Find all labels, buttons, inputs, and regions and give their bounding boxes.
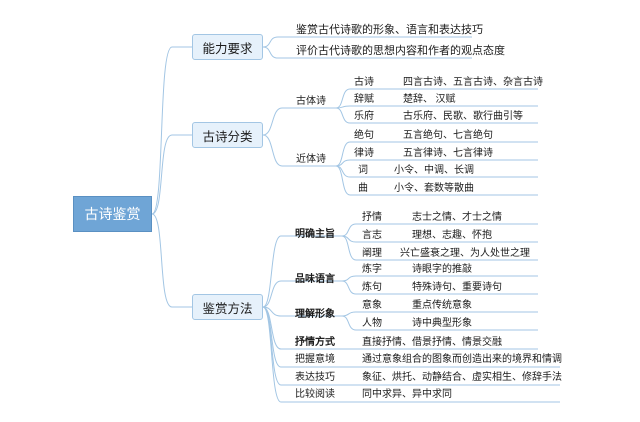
ancient-item-desc: 四言古诗、五言古诗、杂言古诗 <box>403 77 543 88</box>
ancient-item-desc: 楚辞、 汉赋 <box>403 94 456 105</box>
modern-item-desc: 小令、套数等散曲 <box>394 183 474 194</box>
mood-desc: 通过意象组合的图象而创造出来的境界和情调 <box>362 354 562 365</box>
modern-item-desc: 五言绝句、七言绝句 <box>403 130 493 141</box>
branch-ability: 能力要求 <box>192 34 263 60</box>
lyric-desc: 直接抒情、借景抒情、情景交融 <box>362 337 502 348</box>
ability-item-1: 鉴赏古代诗歌的形象、语言和表达技巧 <box>296 24 483 36</box>
modern-item-label: 词 <box>358 165 368 176</box>
ancient-item-label: 辞赋 <box>354 94 374 105</box>
modern-item-desc: 小令、中调、长调 <box>394 165 474 176</box>
modern-item-desc: 五言律诗、七言律诗 <box>403 148 493 159</box>
ancient-item-label: 乐府 <box>354 111 374 122</box>
method-group-mood: 把握意境 <box>295 354 335 365</box>
method-group-theme: 明确主旨 <box>295 229 335 240</box>
modern-item-label: 绝句 <box>354 130 374 141</box>
image-item-desc: 重点传统意象 <box>412 300 472 311</box>
branch-method: 鉴赏方法 <box>192 294 263 320</box>
theme-item-label: 阐理 <box>362 248 382 259</box>
branch-classify: 古诗分类 <box>192 122 263 148</box>
image-item-desc: 诗中典型形象 <box>412 318 472 329</box>
language-item-label: 炼字 <box>362 264 382 275</box>
ancient-item-desc: 古乐府、民歌、歌行曲引等 <box>403 111 523 122</box>
theme-item-label: 抒情 <box>362 212 382 223</box>
image-item-label: 意象 <box>362 300 382 311</box>
method-group-technique: 表达技巧 <box>295 372 335 383</box>
language-item-desc: 诗眼字的推敲 <box>412 264 472 275</box>
theme-item-desc: 志士之情、才士之情 <box>412 212 502 223</box>
theme-item-desc: 兴亡盛衰之理、为人处世之理 <box>400 248 530 259</box>
method-group-lyric: 抒情方式 <box>295 337 335 348</box>
classify-group-ancient: 古体诗 <box>296 96 326 107</box>
root-topic: 古诗鉴赏 <box>73 196 152 232</box>
modern-item-label: 律诗 <box>354 148 374 159</box>
compare-desc: 同中求异、异中求同 <box>362 389 452 400</box>
modern-item-label: 曲 <box>358 183 368 194</box>
language-item-desc: 特殊诗句、重要诗句 <box>412 282 502 293</box>
method-group-language: 品味语言 <box>295 274 335 285</box>
classify-group-modern: 近体诗 <box>296 154 326 165</box>
ability-item-2: 评价古代诗歌的思想内容和作者的观点态度 <box>296 45 505 57</box>
language-item-label: 炼句 <box>362 282 382 293</box>
theme-item-desc: 理想、志趣、怀抱 <box>412 230 492 241</box>
method-group-compare: 比较阅读 <box>295 389 335 400</box>
ancient-item-label: 古诗 <box>354 77 374 88</box>
theme-item-label: 言志 <box>362 230 382 241</box>
technique-desc: 象征、烘托、动静结合、虚实相生、修辞手法 <box>362 372 562 383</box>
method-group-image: 理解形象 <box>295 309 335 320</box>
image-item-label: 人物 <box>362 318 382 329</box>
